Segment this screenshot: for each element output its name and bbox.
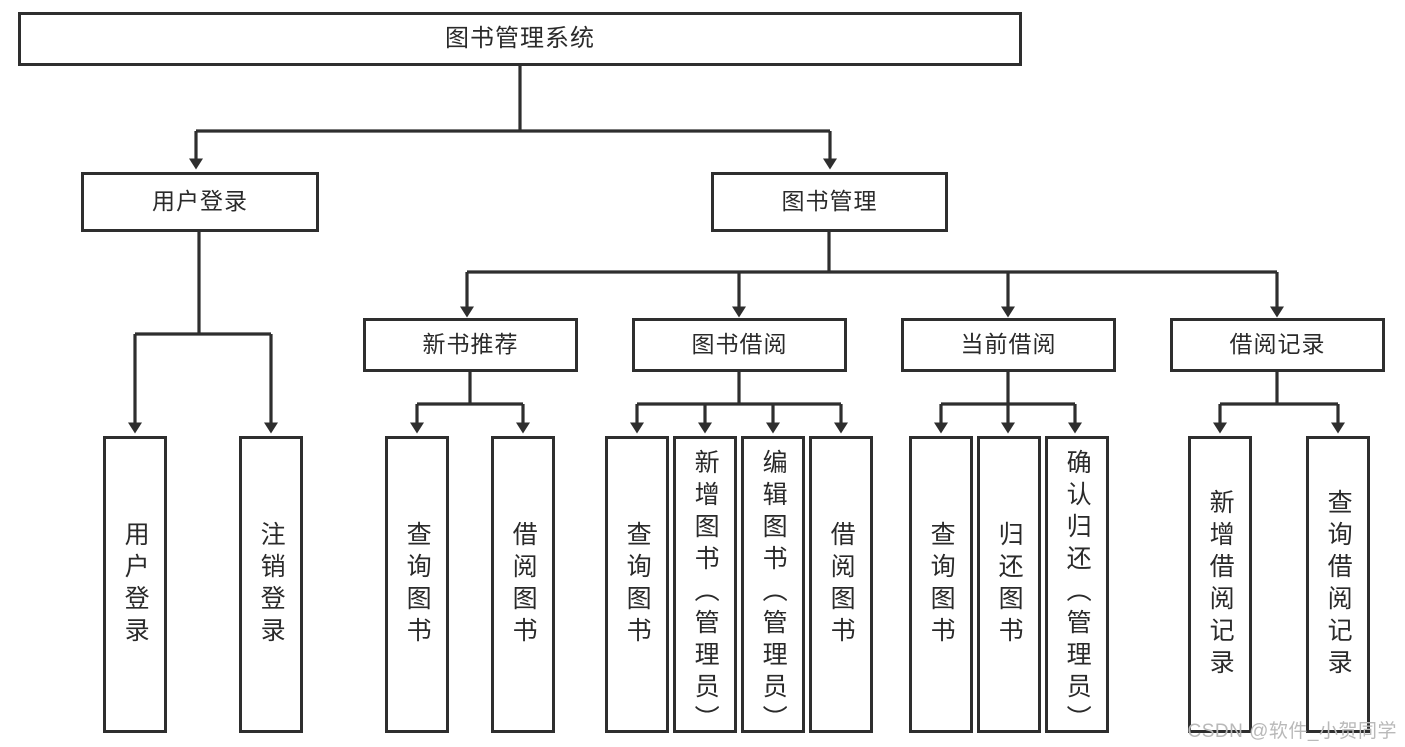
leaf-query-book-borrow[interactable]: 查询图书 [605, 436, 669, 733]
leaf-confirm-return-admin[interactable]: 确认归还（管理员） [1045, 436, 1109, 737]
node-root-book-management-system[interactable]: 图书管理系统 [18, 12, 1022, 66]
node-label: 新书推荐 [422, 331, 519, 358]
leaf-borrow-book-recommend[interactable]: 借阅图书 [491, 436, 555, 733]
node-label: 借阅记录 [1229, 331, 1326, 358]
node-label: 用户登录 [121, 520, 150, 649]
node-borrow-records[interactable]: 借阅记录 [1170, 318, 1385, 372]
leaf-borrow-book[interactable]: 借阅图书 [809, 436, 873, 733]
node-label: 图书管理 [781, 188, 878, 215]
node-label: 归还图书 [995, 520, 1024, 649]
node-label: 用户登录 [152, 188, 248, 215]
node-label: 新增借阅记录 [1206, 488, 1235, 681]
leaf-user-login[interactable]: 用户登录 [103, 436, 167, 733]
node-label: 查询图书 [403, 520, 432, 649]
leaf-add-borrow-record[interactable]: 新增借阅记录 [1188, 436, 1252, 733]
node-new-book-recommend[interactable]: 新书推荐 [363, 318, 578, 372]
leaf-add-book-admin[interactable]: 新增图书（管理员） [673, 436, 737, 737]
leaf-query-book-recommend[interactable]: 查询图书 [385, 436, 449, 733]
node-label: 查询借阅记录 [1324, 488, 1353, 681]
node-book-management[interactable]: 图书管理 [711, 172, 948, 232]
leaf-edit-book-admin[interactable]: 编辑图书（管理员） [741, 436, 805, 737]
node-current-borrow[interactable]: 当前借阅 [901, 318, 1116, 372]
node-label: 当前借阅 [960, 331, 1057, 358]
leaf-logout[interactable]: 注销登录 [239, 436, 303, 733]
node-label: 新增图书（管理员） [691, 449, 720, 737]
leaf-query-borrow-record[interactable]: 查询借阅记录 [1306, 436, 1370, 733]
node-label: 查询图书 [623, 520, 652, 649]
node-book-borrow[interactable]: 图书借阅 [632, 318, 847, 372]
node-label: 注销登录 [257, 520, 286, 649]
node-label: 借阅图书 [827, 520, 856, 649]
node-label: 图书管理系统 [445, 24, 595, 52]
leaf-return-book[interactable]: 归还图书 [977, 436, 1041, 733]
node-label: 确认归还（管理员） [1063, 449, 1092, 737]
node-user-login[interactable]: 用户登录 [81, 172, 319, 232]
node-label: 图书借阅 [691, 331, 788, 358]
node-label: 借阅图书 [509, 520, 538, 649]
node-label: 查询图书 [927, 520, 956, 649]
leaf-query-book-current[interactable]: 查询图书 [909, 436, 973, 733]
node-label: 编辑图书（管理员） [759, 449, 788, 737]
